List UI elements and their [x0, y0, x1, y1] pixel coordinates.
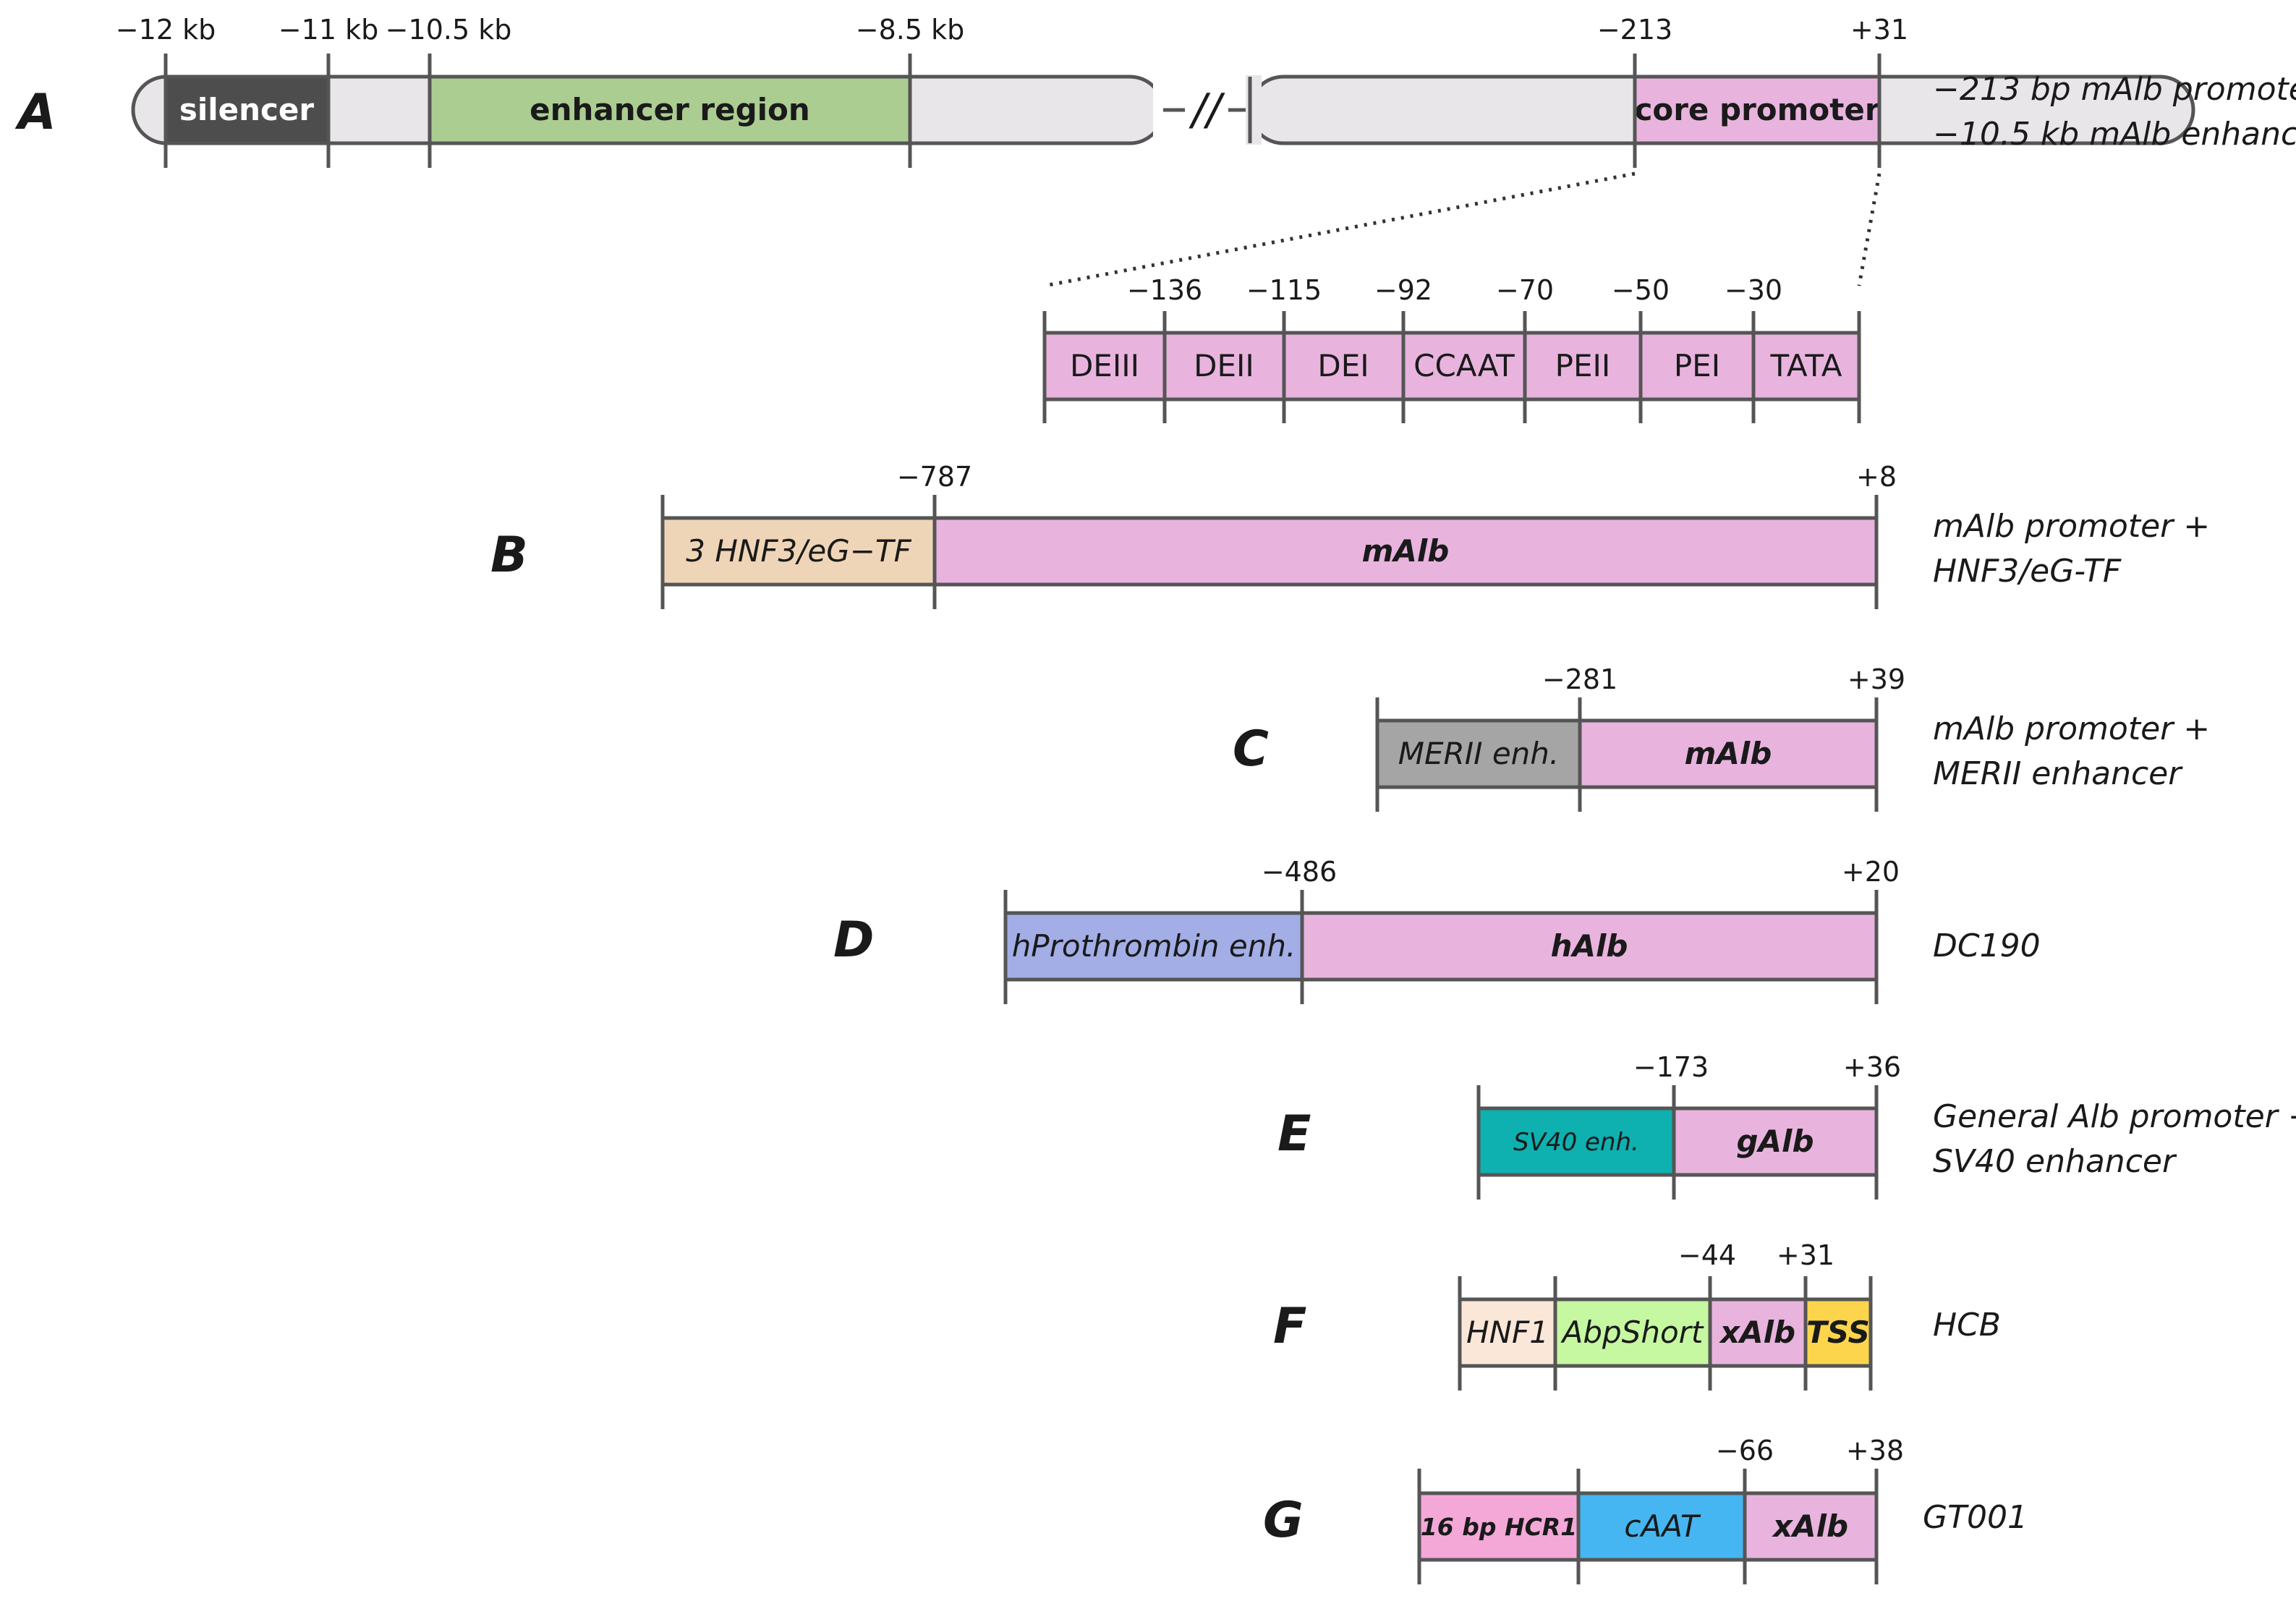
- sv40-enhancer-segment: [1476, 1106, 1676, 1177]
- silencer-segment: [163, 75, 331, 145]
- panel-c: C MERII enh. mAlb −281 +39 mAlb promoter…: [1233, 663, 2210, 812]
- hcr1-segment: [1417, 1491, 1581, 1562]
- caat-label: cAAT: [1624, 1508, 1701, 1544]
- galb-promoter-segment: [1672, 1106, 1879, 1177]
- side-label: HCB: [1933, 1307, 2001, 1343]
- panel-d: D hProthrombin enh. hAlb −486 +20 DC190: [833, 856, 2041, 1004]
- hcr1-label: 16 bp HCR1: [1421, 1513, 1577, 1541]
- side-label: −213 bp mAlb promoter: [1933, 71, 2296, 108]
- panel-letter-b: B: [490, 527, 528, 584]
- panel-a: A silencer enhancer region // core promo…: [14, 14, 2296, 423]
- core-promoter-detail: −136 −115 −92 −70 −50 −30 DEIII DEII DEI…: [1042, 274, 1861, 423]
- tick-label: −30: [1725, 274, 1782, 306]
- silencer-label: silencer: [179, 92, 315, 127]
- tick-label: −10.5 kb: [386, 14, 512, 46]
- tick-label: +31: [1850, 14, 1908, 46]
- element-peii: PEII: [1555, 348, 1611, 383]
- panel-f: F HNF1 AbpShort xAlb TSS −44 +31 HCB: [1273, 1239, 2001, 1391]
- side-label: GT001: [1923, 1499, 2028, 1536]
- side-label: SV40 enhancer: [1933, 1143, 2177, 1180]
- panel-a-ticks: [163, 54, 1882, 168]
- tss-label: TSS: [1806, 1315, 1870, 1350]
- hnf3-egtf-label: 3 HNF3/eG−TF: [686, 533, 911, 569]
- panel-letter-e: E: [1277, 1105, 1311, 1163]
- tick-label: +38: [1846, 1435, 1904, 1466]
- element-deiii: DEIII: [1070, 348, 1139, 383]
- element-deii: DEII: [1194, 348, 1254, 383]
- side-label: mAlb promoter +: [1933, 710, 2210, 747]
- zoom-connector-left: [1044, 171, 1636, 288]
- core-promoter-detail-bar: [1042, 331, 1861, 402]
- tick-label: −213: [1597, 14, 1672, 46]
- malb-label: mAlb: [1362, 533, 1450, 569]
- tick-label: −11 kb: [279, 14, 378, 46]
- sv40-enhancer-label: SV40 enh.: [1513, 1128, 1639, 1157]
- tick-label: −66: [1716, 1435, 1774, 1466]
- tick-label: +20: [1842, 856, 1900, 888]
- panel-b: B 3 HNF3/eG−TF mAlb −787 +8 mAlb promote…: [490, 461, 2210, 609]
- enhancer-region-segment: [428, 75, 912, 145]
- tick-label: −136: [1127, 274, 1202, 306]
- side-label: DC190: [1933, 927, 2041, 964]
- panel-letter-g: G: [1263, 1492, 1304, 1549]
- side-label: mAlb promoter +: [1933, 508, 2210, 545]
- enhancer-region-label: enhancer region: [530, 92, 810, 127]
- halb-label: hAlb: [1551, 928, 1628, 964]
- core-promoter-label: core promoter: [1634, 92, 1879, 127]
- merii-enhancer-segment: [1375, 718, 1582, 789]
- tick-label: +39: [1848, 663, 1905, 695]
- zoom-connector-right: [1857, 173, 1882, 286]
- panel-letter-f: F: [1273, 1298, 1306, 1355]
- tick-label: −8.5 kb: [856, 14, 964, 46]
- element-tata: TATA: [1770, 348, 1842, 383]
- element-dei: DEI: [1317, 348, 1369, 383]
- tick-label: −787: [897, 461, 972, 493]
- side-label: General Alb promoter +: [1933, 1098, 2296, 1135]
- tick-label: −281: [1542, 663, 1617, 695]
- tick-label: +8: [1856, 461, 1897, 493]
- panel-letter-a: A: [14, 84, 56, 141]
- tss-segment: [1803, 1297, 1873, 1368]
- panel-g: G 16 bp HCR1 cAAT xAlb −66 +38 GT001: [1263, 1435, 2028, 1584]
- backbone-cut-left: [1153, 75, 1168, 145]
- halb-promoter-segment: [1300, 911, 1879, 982]
- element-pei: PEI: [1674, 348, 1720, 383]
- tick-label: −115: [1246, 274, 1322, 306]
- tick-label: −50: [1612, 274, 1670, 306]
- panel-letter-d: D: [833, 912, 874, 969]
- break-symbol: //: [1189, 85, 1225, 135]
- tick-label: −44: [1678, 1239, 1736, 1271]
- side-label: MERII enhancer: [1933, 755, 2183, 792]
- tick-label: −92: [1374, 274, 1432, 306]
- panel-e: E SV40 enh. gAlb −173 +36 General Alb pr…: [1277, 1051, 2296, 1200]
- tick-label: −173: [1633, 1051, 1709, 1083]
- side-label: HNF3/eG-TF: [1933, 553, 2122, 590]
- galb-label: gAlb: [1736, 1124, 1814, 1159]
- element-ccaat: CCAAT: [1413, 348, 1515, 383]
- merii-enhancer-label: MERII enh.: [1398, 736, 1560, 771]
- prothrombin-enhancer-label: hProthrombin enh.: [1012, 928, 1296, 964]
- xalb-label: xAlb: [1719, 1315, 1795, 1350]
- abpshort-label: AbpShort: [1560, 1315, 1704, 1350]
- tick-label: +36: [1843, 1051, 1901, 1083]
- tick-label: −70: [1496, 274, 1554, 306]
- tick-label: −486: [1262, 856, 1337, 888]
- side-label: −10.5 kb mAlb enhancer: [1933, 116, 2296, 153]
- tick-label: −12 kb: [116, 14, 216, 46]
- hnf1-label: HNF1: [1466, 1315, 1549, 1350]
- tick-label: +31: [1777, 1239, 1834, 1271]
- panel-letter-c: C: [1233, 721, 1269, 778]
- malb-label: mAlb: [1685, 736, 1772, 771]
- xalb-label: xAlb: [1772, 1508, 1848, 1544]
- backbone-cut-right: [1246, 75, 1262, 145]
